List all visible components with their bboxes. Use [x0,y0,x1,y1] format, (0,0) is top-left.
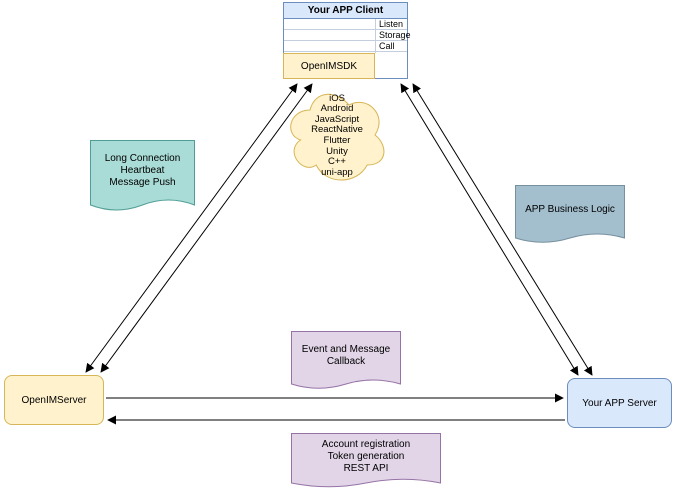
note-rest-api-text: Account registration Token generation RE… [321,439,411,474]
client-title: Your APP Client [284,3,407,19]
note-event-callback-text: Event and Message Callback [301,344,391,367]
platforms-cloud: iOS Android JavaScript ReactNative Flutt… [284,84,390,188]
your-app-server-node: Your APP Server [567,378,672,428]
platforms-list: iOS Android JavaScript ReactNative Flutt… [311,92,363,178]
arrow-client-appserver-2 [412,83,593,376]
note-event-callback: Event and Message Callback [291,331,401,395]
arrow-openimserver-client-2 [100,83,313,373]
arrow-openimserver-client-1 [85,83,298,373]
note-app-business-logic-text: APP Business Logic [525,204,615,215]
your-app-client-node: Your APP Client Listen Storage Call Open… [283,2,411,79]
openim-server-node: OpenIMServer [4,375,104,425]
document-shape [291,433,441,488]
client-method-storage: Storage [284,30,411,41]
client-method-listen: Listen [284,19,407,30]
document-shape [291,331,401,389]
note-long-connection: Long Connection Heartbeat Message Push [90,140,195,217]
client-method-list: Listen Storage Call [284,19,411,53]
note-long-connection-text: Long Connection Heartbeat Message Push [104,153,181,188]
client-method-call: Call [284,41,407,52]
note-app-business-logic: APP Business Logic [515,185,625,249]
openimsdk-node: OpenIMSDK [283,53,375,79]
note-rest-api: Account registration Token generation RE… [291,433,441,493]
